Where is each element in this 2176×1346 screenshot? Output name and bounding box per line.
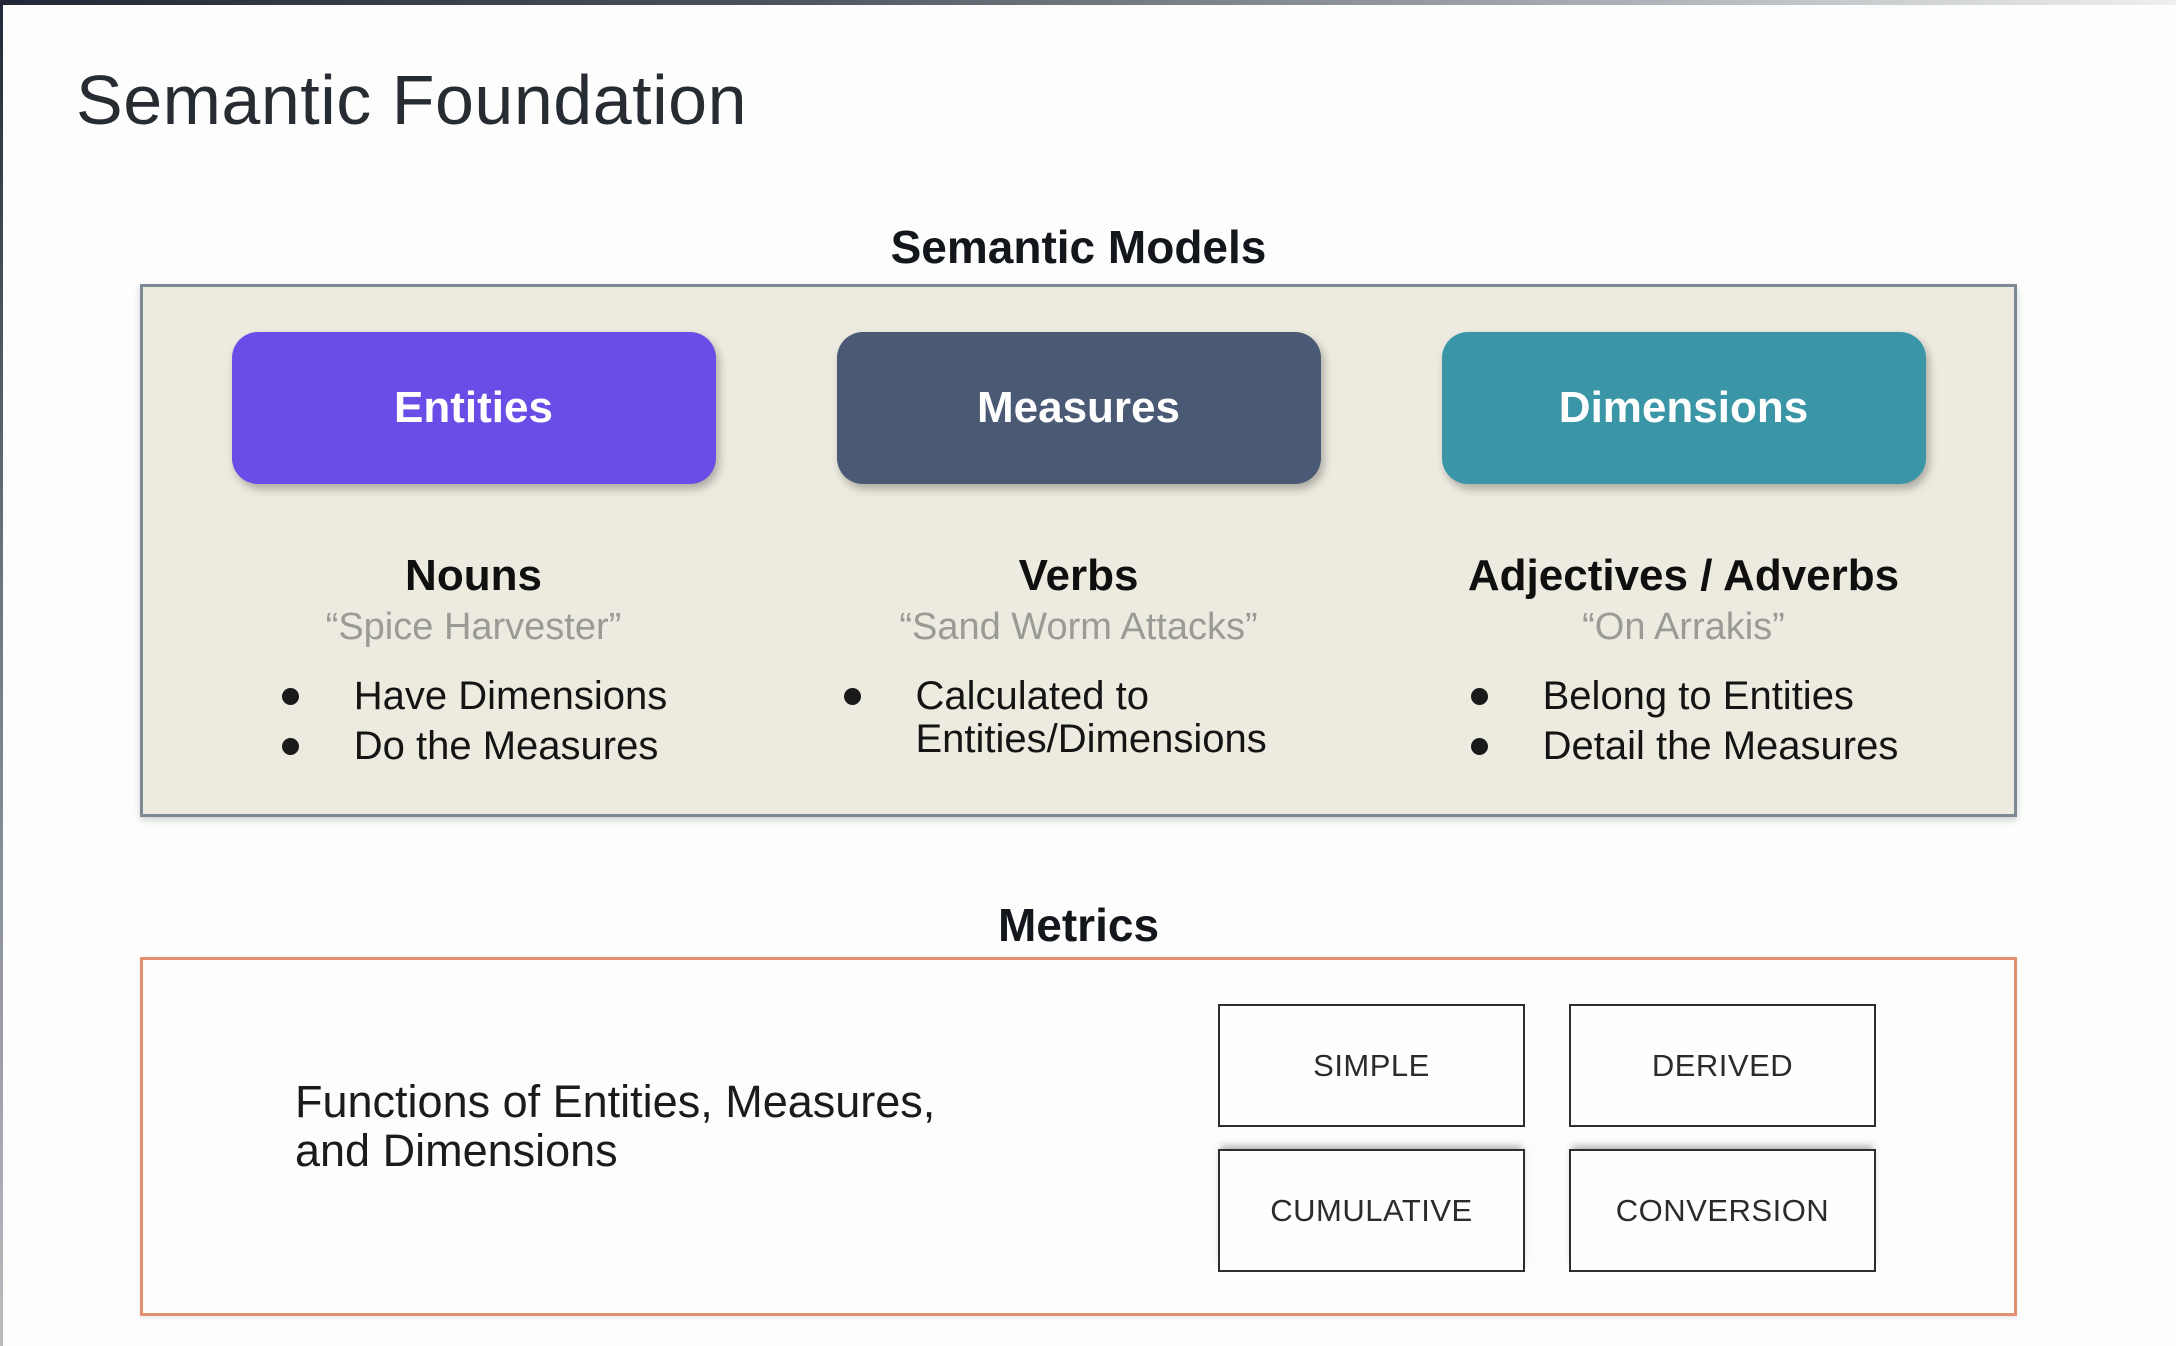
list-item: Do the Measures [280,724,667,768]
metric-type-cumulative: CUMULATIVE [1218,1149,1525,1272]
dimensions-pill: Dimensions [1441,332,1926,484]
dimensions-example-quote: “On Arrakis” [1582,606,1785,648]
semantic-models-heading: Semantic Models [890,221,1267,273]
metrics-description: Functions of Entities, Measures, and Dim… [295,1076,936,1176]
measures-role-heading: Verbs [1018,551,1139,600]
entities-role-heading: Nouns [405,551,542,600]
measures-pill: Measures [836,332,1321,484]
measures-bullet-list: Calculated to Entities/Dimensions [842,674,1316,768]
measures-example-quote: “Sand Worm Attacks” [899,606,1258,648]
page-title: Semantic Foundation [76,61,748,139]
metrics-box: Functions of Entities, Measures, and Dim… [140,957,2017,1316]
list-item: Detail the Measures [1469,724,1898,768]
metric-types-grid: SIMPLE DERIVED CUMULATIVE CONVERSION [1218,1004,1876,1272]
metric-type-simple: SIMPLE [1218,1004,1525,1127]
metrics-heading: Metrics [997,899,1160,951]
metric-type-conversion: CONVERSION [1569,1149,1876,1272]
dimensions-bullet-list: Belong to Entities Detail the Measures [1469,674,1899,775]
window-left-edge [0,0,3,1346]
metric-type-derived: DERIVED [1569,1004,1876,1127]
semantic-models-box: Entities Nouns “Spice Harvester” Have Di… [140,284,2017,817]
measures-column: Measures Verbs “Sand Worm Attacks” Calcu… [776,287,1381,814]
list-item: Belong to Entities [1469,674,1899,718]
entities-column: Entities Nouns “Spice Harvester” Have Di… [171,287,776,814]
entities-bullet-list: Have Dimensions Do the Measures [280,674,667,775]
list-item: Have Dimensions [280,674,667,718]
dimensions-role-heading: Adjectives / Adverbs [1467,551,1900,600]
dimensions-column: Dimensions Adjectives / Adverbs “On Arra… [1381,287,1986,814]
list-item: Calculated to Entities/Dimensions [842,674,1316,761]
entities-example-quote: “Spice Harvester” [325,606,622,648]
entities-pill: Entities [231,332,716,484]
window-top-edge [0,0,2176,5]
